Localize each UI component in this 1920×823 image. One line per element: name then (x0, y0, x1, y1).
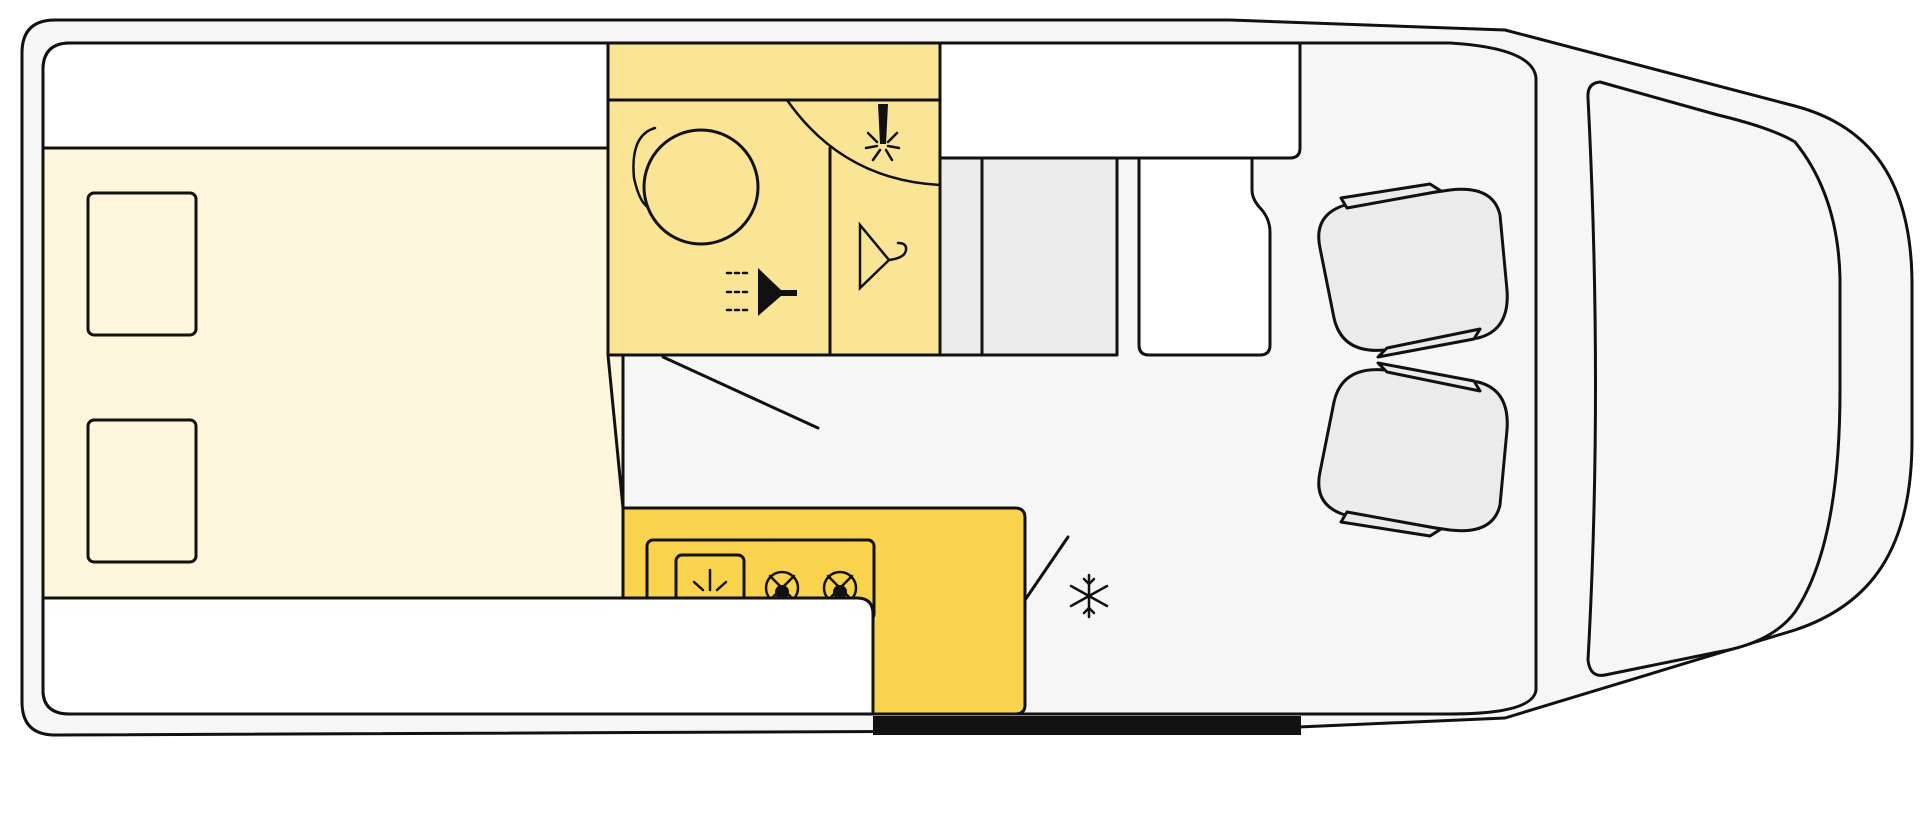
wardrobe-cabinet (980, 156, 1119, 357)
wardrobe-cabinet-narrow (938, 156, 984, 357)
ceiling-light-icon (864, 104, 901, 162)
clothes-hanger-icon (858, 221, 908, 291)
sliding-door (873, 716, 1301, 735)
cab-windshield (1586, 80, 1842, 677)
shower-curve (785, 98, 942, 187)
washroom-door-swing (661, 355, 820, 430)
passenger-seat (1317, 361, 1509, 538)
snowflake-icon (1069, 573, 1109, 619)
side-cabinet (1137, 156, 1272, 357)
bed-edge-line (606, 353, 625, 510)
rear-top-cabinet (41, 41, 610, 150)
driver-seat (1317, 182, 1509, 359)
fridge-door-swing (1023, 535, 1070, 602)
bed-pillow-bottom (86, 418, 198, 564)
shower-icon (725, 268, 797, 316)
bed-pillow-top (86, 191, 198, 337)
rear-bottom-cabinet (41, 596, 875, 716)
toilet-icon (632, 126, 760, 246)
overhead-cabinet (938, 41, 1302, 160)
stove-burner-icon (822, 570, 858, 606)
